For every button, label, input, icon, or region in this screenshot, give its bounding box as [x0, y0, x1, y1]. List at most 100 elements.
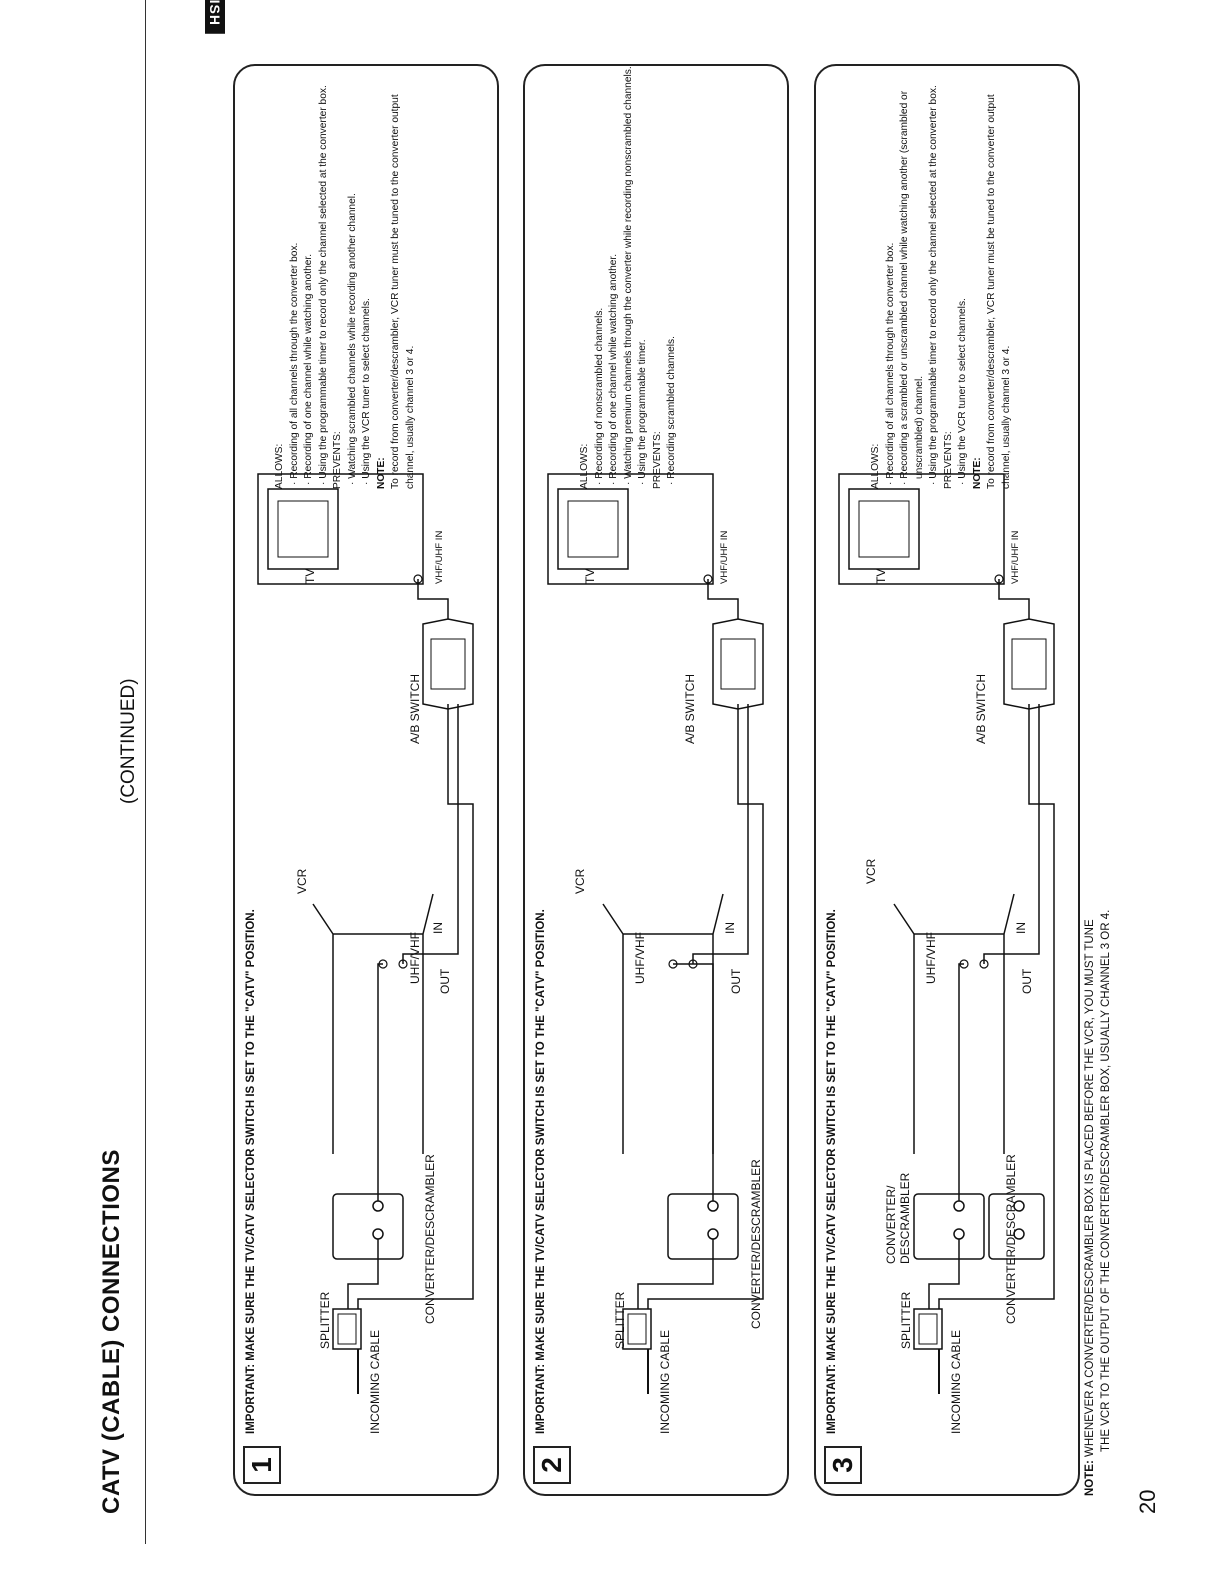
bottom-note-line2: THE VCR TO THE OUTPUT OF THE CONVERTER/D…: [1100, 909, 1112, 1452]
tv-screen: [848, 488, 920, 570]
splitter-box: [913, 1308, 943, 1350]
ab-switch-face: [430, 638, 466, 690]
ab-switch-body: [1003, 618, 1055, 710]
splitter-label: SPLITTER: [318, 1291, 332, 1349]
allows-heading: ALLOWS:: [274, 443, 285, 489]
prevents-heading: PREVENTS:: [651, 431, 663, 489]
allows-item: · Using the programmable timer to record…: [928, 85, 939, 485]
allows-item: · Recording a scrambled or unscrambled c…: [899, 90, 925, 485]
note-heading: NOTE:: [375, 457, 387, 489]
allows-item: · Using the programmable timer.: [637, 339, 648, 485]
ab-switch-body: [422, 618, 474, 710]
ab-switch-label: A/B SWITCH: [683, 673, 697, 744]
page-title: CATV (CABLE) CONNECTIONS: [98, 1149, 125, 1514]
allows-item: · Recording of all channels through the …: [288, 242, 300, 485]
tv-inner-screen: [858, 500, 910, 558]
info-block: ALLOWS:· Recording of nonscrambled chann…: [578, 59, 680, 489]
ab-switch-label: A/B SWITCH: [974, 673, 988, 744]
important-note: IMPORTANT: MAKE SURE THE TV/CATV SELECTO…: [535, 909, 547, 1434]
cable-ab-tv: [417, 579, 449, 619]
panel-2: 2 IMPORTANT: MAKE SURE THE TV/CATV SELECT…: [523, 0, 791, 1584]
uhf-vhf-label: UHF/VHF: [633, 932, 647, 984]
panel-number: 1: [243, 1446, 281, 1484]
connection-diagram: [257, 473, 474, 1394]
prevents-item: · Recording scrambled channels.: [666, 336, 677, 485]
out-label: OUT: [438, 968, 452, 994]
cable-converter-vcr: [377, 963, 383, 1201]
connection-diagram: [838, 473, 1055, 1394]
in-label: IN: [431, 922, 445, 934]
tv-body: [257, 473, 424, 585]
cable-splitter-converter: [928, 1239, 960, 1309]
converter-box: [913, 1193, 985, 1260]
tv-antenna-port: [994, 574, 1004, 584]
converter-label: CONVERTER/DESCRAMBLER: [1004, 1154, 1018, 1324]
in-label: IN: [723, 922, 737, 934]
converter2-in-port: [1013, 1228, 1025, 1240]
cable-vcr-ab: [692, 704, 749, 964]
panel-number: 3: [824, 1446, 862, 1484]
splitter-face: [337, 1313, 357, 1345]
splitter-label: SPLITTER: [613, 1291, 627, 1349]
in-label: IN: [1014, 922, 1028, 934]
converter-top-label: CONVERTER/ DESCRAMBLER: [884, 1172, 912, 1264]
allows-heading: ALLOWS:: [870, 443, 881, 489]
page-number: 20: [1135, 1489, 1160, 1514]
vcr-label: VCR: [295, 868, 309, 894]
tv-label: TV: [874, 568, 888, 584]
vcr-label: VCR: [864, 858, 878, 884]
bottom-note-heading: NOTE:: [1084, 1460, 1096, 1496]
cable-splitter-ab: [647, 704, 764, 1309]
out-label: OUT: [1020, 968, 1034, 994]
tv-label: TV: [583, 568, 597, 584]
cable-vcr-ab: [983, 704, 1040, 964]
converter-box: [332, 1193, 404, 1260]
note-text: To record from converter/descrambler, VC…: [390, 94, 416, 489]
prevents-heading: PREVENTS:: [942, 431, 954, 489]
connection-diagram: [547, 473, 764, 1394]
tv-body: [838, 473, 1005, 585]
vcr-outline: [893, 893, 1015, 1154]
vhf-uhf-in-label: VHF/UHF IN: [434, 530, 445, 584]
splitter-label: SPLITTER: [899, 1291, 913, 1349]
cable-converter-vcr: [958, 963, 964, 1201]
tv-label: TV: [303, 568, 317, 584]
converter-box: [667, 1193, 739, 1260]
converter2-out-port: [1013, 1200, 1025, 1212]
ab-switch-face: [1011, 638, 1047, 690]
allows-item: · Using the programmable timer to record…: [317, 85, 329, 485]
splitter-box: [622, 1308, 652, 1350]
note-heading: NOTE:: [971, 457, 983, 489]
tv-antenna-port: [413, 574, 423, 584]
ab-switch-label: A/B SWITCH: [408, 673, 422, 744]
splitter-face: [627, 1313, 647, 1345]
vcr-label: VCR: [573, 868, 587, 894]
info-block: ALLOWS:· Recording of all channels throu…: [869, 59, 1014, 489]
cable-splitter-ab: [938, 704, 1055, 1309]
converter-box-2: [988, 1193, 1045, 1260]
panel-number: 2: [533, 1446, 571, 1484]
converter-label: CONVERTER/DESCRAMBLER: [749, 1159, 763, 1329]
prevents-item: · Watching scrambled channels while reco…: [346, 193, 358, 485]
tv-screen: [267, 488, 339, 570]
panel-3: 3 IMPORTANT: MAKE SURE THE TV/CATV SELECT…: [814, 0, 1082, 1584]
uhf-vhf-label: UHF/VHF: [924, 932, 938, 984]
ab-switch-face: [720, 638, 756, 690]
cable-splitter-converter: [347, 1239, 379, 1309]
allows-item: · Recording of all channels through the …: [884, 242, 896, 485]
allows-item: · Watching premium channels through the …: [622, 66, 634, 485]
incoming-cable-label: INCOMING CABLE: [949, 1329, 963, 1434]
allows-item: · Recording of one channel while watchin…: [303, 253, 314, 485]
cable-converter-vcr: [673, 963, 714, 1201]
cable-ab-tv: [707, 579, 739, 619]
cable-vcr-ab: [402, 704, 459, 964]
important-note: IMPORTANT: MAKE SURE THE TV/CATV SELECTO…: [826, 909, 838, 1434]
vhf-uhf-in-label: VHF/UHF IN: [719, 530, 730, 584]
allows-heading: ALLOWS:: [579, 443, 590, 489]
continued-label: (CONTINUED): [118, 678, 139, 804]
header-rule: [145, 0, 146, 1544]
splitter-face: [918, 1313, 938, 1345]
vhf-uhf-in-label: VHF/UHF IN: [1010, 530, 1021, 584]
